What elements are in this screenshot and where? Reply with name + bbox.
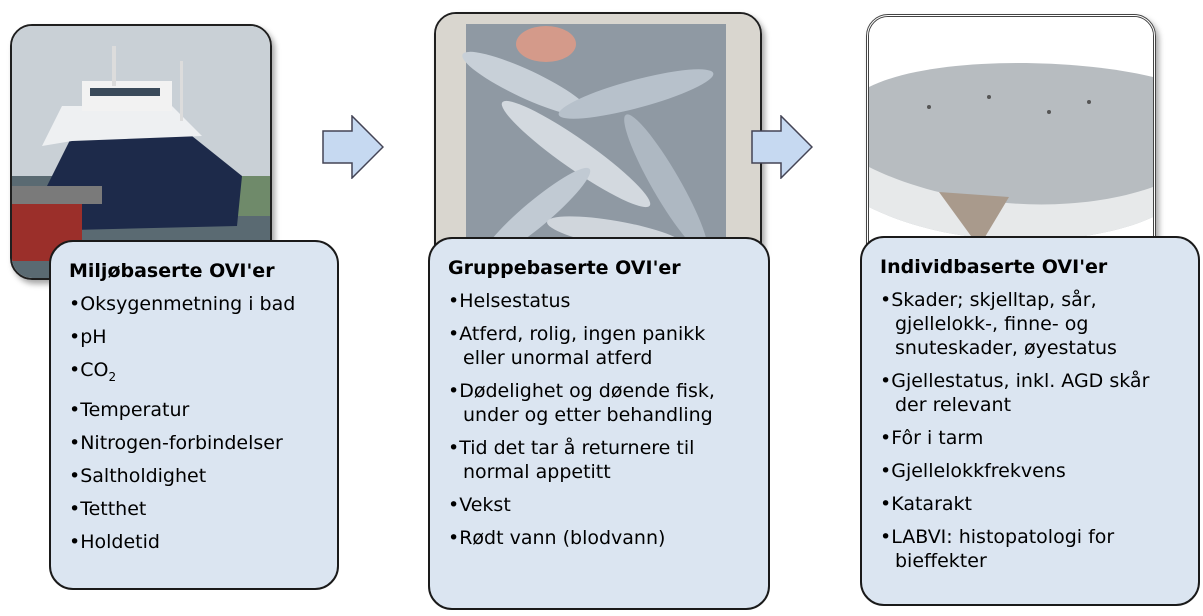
- list-item: Tetthet: [69, 497, 321, 521]
- list-item: Katarakt: [880, 492, 1182, 516]
- list-item: Skader; skjelltap, sår, gjellelokk-, fin…: [880, 288, 1182, 360]
- list-item: Rødt vann (blodvann): [448, 526, 752, 550]
- list-item: Dødelighet og døende fisk, under og ette…: [448, 379, 752, 427]
- salmon-photo: [866, 14, 1156, 272]
- list-item: Fôr i tarm: [880, 426, 1182, 450]
- arrow-right-icon: [322, 115, 384, 179]
- list-item: Saltholdighet: [69, 464, 321, 488]
- list-item: Temperatur: [69, 398, 321, 422]
- panel-title: Individbaserte OVI'er: [880, 256, 1108, 278]
- environment-ovi-panel: Miljøbaserte OVI'er Oksygenmetning i bad…: [49, 240, 339, 590]
- panel-title: Gruppebaserte OVI'er: [448, 257, 681, 279]
- list-item: Oksygenmetning i bad: [69, 292, 321, 316]
- arrow-right-icon: [751, 115, 813, 179]
- list-item: Gjellestatus, inkl. AGD skår der relevan…: [880, 369, 1182, 417]
- list-item: Tid det tar å returnere til normal appet…: [448, 436, 752, 484]
- list-item: Nitrogen-forbindelser: [69, 431, 321, 455]
- list-item: Gjellelokkfrekvens: [880, 459, 1182, 483]
- list-item: Helsestatus: [448, 289, 752, 313]
- individual-ovi-panel: Individbaserte OVI'er Skader; skjelltap,…: [860, 236, 1200, 606]
- list-item: CO2: [69, 358, 321, 389]
- group-ovi-panel: Gruppebaserte OVI'er Helsestatus Atferd,…: [428, 237, 770, 610]
- list-item: LABVI: histopatologi for bieffekter: [880, 525, 1182, 573]
- list-item: Vekst: [448, 493, 752, 517]
- fish-box-photo: [434, 12, 762, 272]
- list-item: Holdetid: [69, 530, 321, 554]
- list-item: pH: [69, 325, 321, 349]
- panel-title: Miljøbaserte OVI'er: [69, 260, 275, 282]
- list-item: Atferd, rolig, ingen panikk eller unorma…: [448, 322, 752, 370]
